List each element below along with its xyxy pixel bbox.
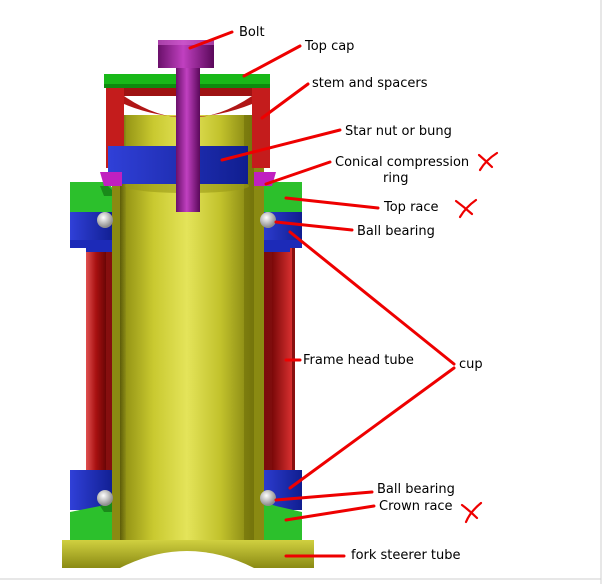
leader-top-cap	[242, 44, 302, 78]
label-fork-steerer-tube: fork steerer tube	[351, 548, 461, 563]
leader-crown-race	[284, 504, 376, 522]
label-conical-line1: Conical compression	[335, 155, 469, 170]
label-conical-line2: ring	[383, 171, 408, 186]
leader-bolt	[188, 30, 234, 50]
label-bolt: Bolt	[239, 25, 265, 40]
leader-star-nut	[220, 128, 342, 162]
label-top-race: Top race	[383, 200, 439, 215]
label-stem-and-spacers: stem and spacers	[312, 76, 428, 91]
leader-lines	[188, 30, 456, 558]
leader-cup-bottom	[288, 366, 456, 490]
cross-mark-icon	[454, 198, 478, 219]
cross-mark-icon	[460, 501, 483, 524]
ball-bearings-bottom	[97, 490, 276, 506]
leader-top-race	[284, 196, 380, 210]
label-star-nut: Star nut or bung	[345, 124, 452, 139]
label-frame-head-tube: Frame head tube	[303, 353, 414, 368]
ball-bearings-top	[97, 212, 276, 228]
top-race	[70, 182, 302, 212]
top-cup	[70, 208, 302, 252]
leader-stem-spacers	[260, 82, 310, 120]
bolt	[158, 40, 214, 212]
leader-ball-bearing-bottom	[274, 490, 374, 502]
leader-ball-bearing-top	[274, 220, 354, 232]
bottom-cup	[70, 470, 302, 510]
label-cup: cup	[459, 357, 483, 372]
fork-steerer-base	[62, 540, 314, 568]
cross-mark-icon	[477, 151, 499, 172]
leader-conical-ring	[264, 160, 332, 186]
label-ball-bearing-top: Ball bearing	[357, 224, 435, 239]
crown-race	[70, 500, 302, 540]
label-ball-bearing-bottom: Ball bearing	[377, 482, 455, 497]
leader-cup-top	[288, 230, 456, 366]
label-top-cap: Top cap	[304, 39, 354, 54]
label-crown-race: Crown race	[379, 499, 453, 514]
